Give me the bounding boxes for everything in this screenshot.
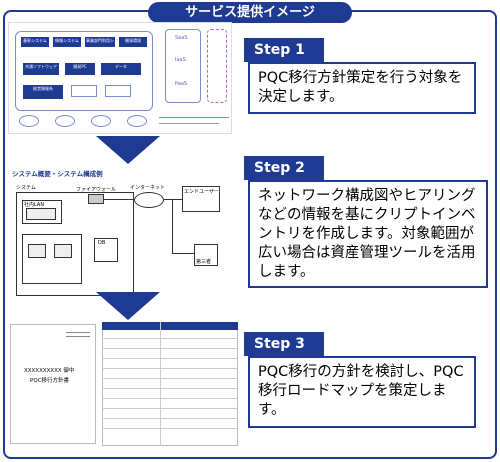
server-area [22,200,62,224]
client-area [22,234,82,284]
cover-date-line [66,332,90,333]
system-box-9 [71,85,97,97]
system-box-8: 経営情報系 [23,85,63,99]
firewall-label: ファイアウォール [76,187,117,193]
table-row-line-8 [102,408,238,409]
internet-cloud-icon [134,192,164,208]
thirdparty-box [194,244,218,266]
step-3-label: Step 3 [244,332,324,356]
connect-line-2 [164,199,182,200]
firewall-icon [88,194,104,204]
user-node-4 [127,115,147,127]
table-row-line-10 [102,428,238,429]
policy-document-thumbnail: XXXXXXXXXX 御中 PQC移行方針書 [10,322,238,450]
document-title: PQC移行方針書 [30,378,69,384]
table-row-line-1 [102,338,238,339]
saas-label: SaaS [175,35,188,41]
system-box-4: 開発環境 [119,37,147,47]
user-node-3 [91,115,111,127]
table-col-line [160,322,161,446]
step-2-description: ネットワーク構成図やヒアリングなどの情報を基にクリプトインベントリを作成します。… [248,180,488,288]
user-icon-2 [54,244,72,258]
iaas-label: IaaS [175,57,186,63]
arrow-down-icon-2 [96,292,160,320]
saas-group [165,29,201,103]
system-area [16,192,134,296]
user-node-2 [55,115,75,127]
table-row-line-5 [102,378,238,379]
note-line-1 [159,117,229,118]
network-diagram-title: システム概要・システム構成例 [12,170,103,178]
page-title: サービス提供イメージ [148,2,352,23]
system-group [15,31,153,111]
connect-line-3 [172,199,173,253]
system-area-label: システム [16,185,36,191]
step-2-label: Step 2 [244,156,324,180]
system-box-2: 情報システム [53,37,81,47]
note-line-2 [159,123,219,124]
thirdparty-label: 第三者 [196,259,212,265]
connect-line-4 [172,253,194,254]
scope-diagram-thumbnail: 基幹システム 情報システム 事業部門利用システム 開発環境 共通ソフトウェア 開… [8,22,232,134]
system-box-1: 基幹システム [21,37,49,47]
table-header [102,322,238,330]
document-cover [10,324,96,444]
paas-label: PaaS [175,81,188,87]
step-1-description: PQC移行方針策定を行う対象を決定します。 [248,62,476,114]
step-1-label: Step 1 [244,38,324,62]
user-icon-1 [28,244,46,258]
table-row-line-4 [102,368,238,369]
table-row-line-2 [102,348,238,349]
enduser-box [182,186,220,212]
system-box-6: 開発PC [65,63,95,75]
table-row-line-7 [102,398,238,399]
system-box-5: 共通ソフトウェア [23,63,59,75]
db-area [94,238,118,262]
enduser-label: エンドユーザー [184,189,219,195]
document-company: XXXXXXXXXX 御中 [24,368,75,374]
server-box [26,208,56,220]
cover-author-line [66,336,90,337]
db-label: DB [98,240,106,246]
arrow-down-icon-1 [96,136,160,164]
system-box-10 [105,85,131,97]
system-box-3: 事業部門利用システム [85,37,115,51]
connect-line-1 [104,199,134,200]
table-row-line-3 [102,358,238,359]
step-3-description: PQC移行の方針を検討し、PQC移行ロードマップを策定します。 [248,356,476,428]
table-row-line-9 [102,418,238,419]
external-group [207,29,227,103]
network-diagram-thumbnail: システム概要・システム構成例 システム 社内LAN DB ファイアウォール イン… [12,168,222,296]
table-row-line-6 [102,388,238,389]
user-node-1 [19,115,39,127]
internet-label: インターネット [130,185,166,191]
host-lan-label: 社内LAN [24,202,45,208]
system-box-7: データ [101,63,141,75]
